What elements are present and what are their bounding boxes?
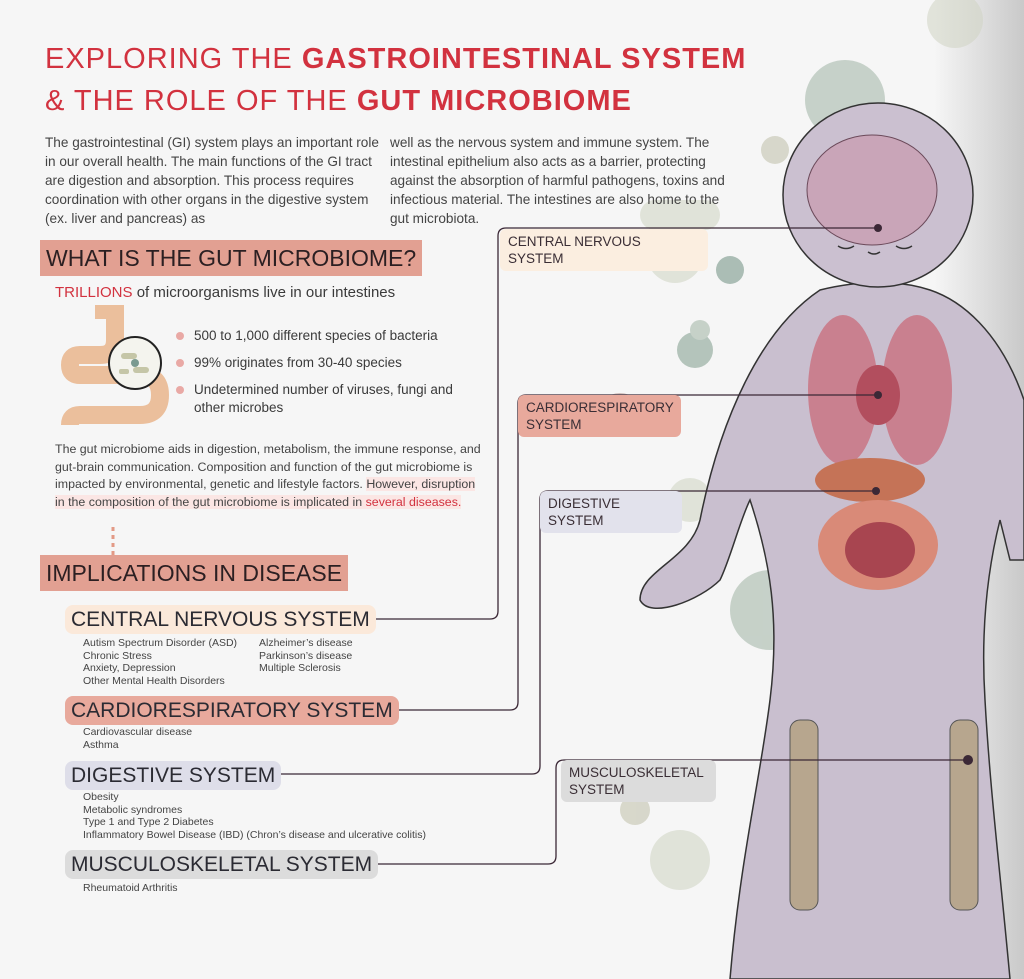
intro-col-1: The gastrointestinal (GI) system plays a… [45,135,379,226]
figure-body [639,102,1024,979]
implications-heading: IMPLICATIONS IN DISEASE [40,555,349,591]
microbiome-description: The gut microbiome aids in digestion, me… [55,442,481,509]
intro-col-2: well as the nervous system and immune sy… [390,135,725,226]
body-label-cardio: CARDIORESPIRATORY SYSTEM [518,395,681,437]
microbiome-heading: WHAT IS THE GUT MICROBIOME? [40,240,423,276]
system-digestive: DIGESTIVE SYSTEM [65,761,282,790]
bullet-item: 99% originates from 30-40 species [176,354,476,372]
body-label-cns: CENTRAL NERVOUS SYSTEM [500,229,708,271]
system-cardio: CARDIORESPIRATORY SYSTEM [65,696,399,725]
page-title: EXPLORING THE GASTROINTESTINAL SYSTEM & … [45,43,747,117]
microbiome-bullets: 500 to 1,000 different species of bacter… [176,327,476,426]
bullet-item: Undetermined number of viruses, fungi an… [176,381,476,417]
musculo-diseases: Rheumatoid Arthritis [83,882,178,894]
bullet-item: 500 to 1,000 different species of bacter… [176,327,476,345]
body-label-musculo: MUSCULOSKELETAL SYSTEM [561,760,716,802]
body-label-digestive: DIGESTIVE SYSTEM [540,491,682,533]
intestine-microscope-icon [60,305,170,425]
system-musculoskeletal: MUSCULOSKELETAL SYSTEM [65,850,379,879]
trillions-line: TRILLIONS of microorganisms live in our … [55,284,396,301]
system-cns: CENTRAL NERVOUS SYSTEM [65,605,376,634]
cns-diseases-col1: Autism Spectrum Disorder (ASD)Chronic St… [83,637,238,687]
